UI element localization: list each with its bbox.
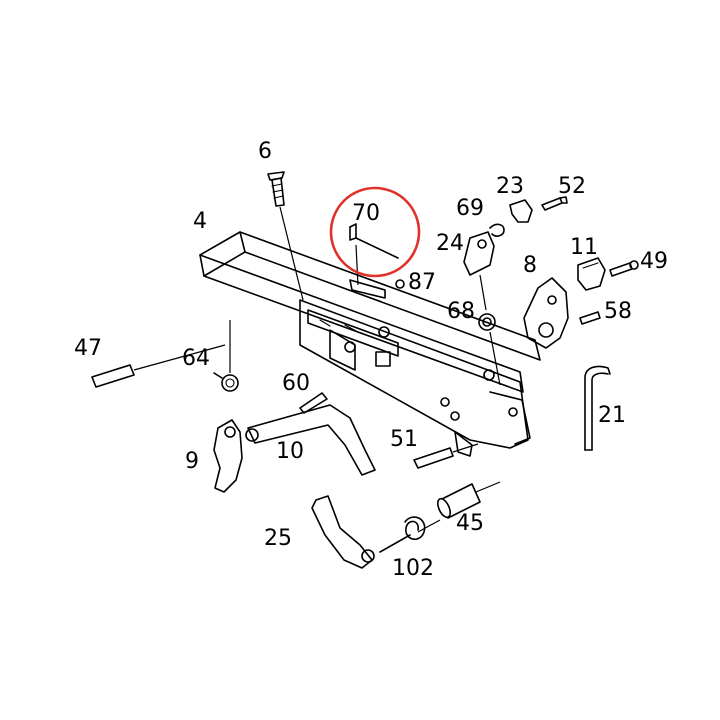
- label-part-24: 24: [436, 231, 464, 256]
- part-8-hammer: [523, 277, 569, 349]
- part-47-pin: [91, 344, 226, 388]
- part-64-spring: [213, 320, 239, 392]
- part-6-screw: [267, 171, 304, 301]
- label-part-102: 102: [392, 556, 434, 581]
- label-part-52: 52: [558, 174, 586, 199]
- label-part-6: 6: [258, 139, 272, 164]
- label-part-51: 51: [390, 427, 418, 452]
- label-part-9: 9: [185, 449, 199, 474]
- label-part-4: 4: [193, 209, 207, 234]
- part-69-spring: [489, 223, 505, 237]
- label-part-70: 70: [352, 201, 380, 226]
- label-part-11: 11: [570, 235, 598, 260]
- part-52-screw: [541, 196, 568, 211]
- part-87-pin: [395, 279, 405, 289]
- part-21-spring: [584, 365, 611, 451]
- label-part-8: 8: [523, 253, 537, 278]
- part-23-lever: [509, 199, 533, 223]
- label-part-58: 58: [604, 299, 632, 324]
- label-part-69: 69: [456, 196, 484, 221]
- part-68-washer: [478, 313, 501, 386]
- label-part-68: 68: [447, 299, 475, 324]
- part-4-frame: [199, 231, 541, 457]
- label-part-23: 23: [496, 174, 524, 199]
- part-10-bar: [245, 404, 376, 476]
- part-49-screw: [609, 260, 639, 277]
- part-11-catch: [577, 257, 606, 291]
- label-part-45: 45: [456, 511, 484, 536]
- part-58-pin: [579, 311, 601, 325]
- part-102-spring: [379, 516, 441, 553]
- label-part-25: 25: [264, 526, 292, 551]
- part-70-spring: [349, 223, 399, 286]
- label-part-64: 64: [182, 346, 210, 371]
- part-51-pin: [413, 443, 479, 469]
- part-24-block: [463, 231, 495, 311]
- part-9-trigger: [213, 419, 243, 493]
- part-60-pin: [299, 392, 328, 414]
- label-part-49: 49: [640, 249, 668, 274]
- label-part-10: 10: [276, 439, 304, 464]
- label-part-21: 21: [598, 403, 626, 428]
- label-part-87: 87: [408, 270, 436, 295]
- label-part-60: 60: [282, 371, 310, 396]
- label-part-47: 47: [74, 336, 102, 361]
- highlight-circle: [329, 186, 421, 278]
- part-25-lever: [311, 495, 375, 569]
- part-45-cylinder: [437, 481, 501, 519]
